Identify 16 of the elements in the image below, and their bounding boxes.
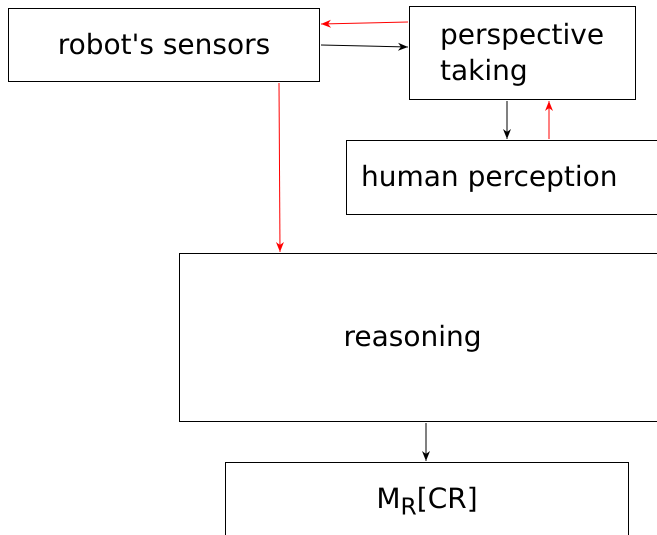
process-box [409, 6, 636, 100]
process-box [179, 253, 657, 422]
node-label: M$_{R}$[CR] [376, 481, 478, 522]
node-label: human perception [361, 159, 618, 196]
arrow [503, 100, 511, 140]
process-box [225, 462, 629, 535]
node-label: perspective taking [440, 16, 606, 89]
arrow [276, 82, 284, 252]
arrow [545, 100, 553, 140]
arrow [422, 422, 430, 462]
process-box [8, 8, 320, 82]
arrow [320, 42, 408, 51]
node-label: reasoning [343, 319, 482, 356]
node-label: robot's sensors [58, 26, 270, 63]
arrow [320, 20, 408, 28]
process-box [346, 140, 657, 215]
